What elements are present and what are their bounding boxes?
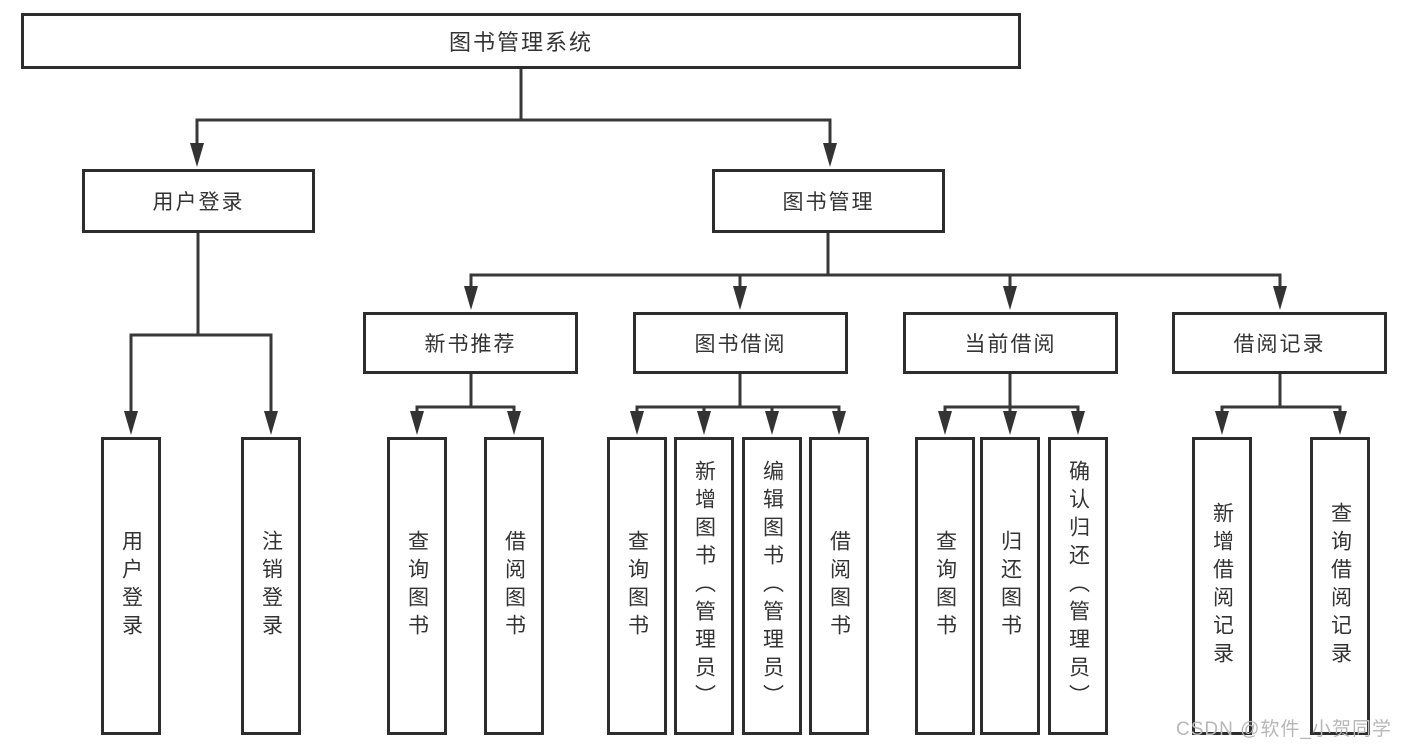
leaf-add-book-admin: 新增图书（管理员）: [674, 437, 734, 735]
connector-new-book-subtree: [410, 374, 521, 435]
node-current-borrowing-label: 当前借阅: [964, 333, 1057, 356]
node-book-borrowing-label: 图书借阅: [694, 333, 787, 356]
node-new-book-recommend: 新书推荐: [363, 312, 578, 374]
leaf-borrow-books-2-label: 借阅图书: [827, 530, 851, 642]
leaf-return-books-label: 归还图书: [998, 530, 1022, 642]
node-user-login-label: 用户登录: [152, 191, 245, 214]
node-root: 图书管理系统: [21, 13, 1021, 69]
leaf-add-book-admin-label: 新增图书（管理员）: [692, 460, 716, 712]
connector-root-to-level2: [190, 68, 837, 167]
node-book-management: 图书管理: [712, 169, 945, 233]
leaf-confirm-return-admin: 确认归还（管理员）: [1048, 437, 1108, 735]
leaf-query-borrow-record: 查询借阅记录: [1310, 437, 1370, 735]
leaf-query-books-2: 查询图书: [607, 437, 667, 735]
csdn-watermark: CSDN @软件_小贺同学: [1176, 719, 1392, 740]
leaf-confirm-return-admin-label: 确认归还（管理员）: [1066, 460, 1090, 712]
node-book-management-label: 图书管理: [782, 191, 875, 214]
connector-book-borrowing-subtree: [630, 374, 846, 435]
leaf-query-borrow-record-label: 查询借阅记录: [1328, 502, 1352, 670]
leaf-user-login: 用户登录: [101, 437, 161, 735]
leaf-query-books-1-label: 查询图书: [405, 530, 429, 642]
node-borrow-records-label: 借阅记录: [1233, 333, 1326, 356]
leaf-logout: 注销登录: [241, 437, 301, 735]
leaf-add-borrow-record: 新增借阅记录: [1192, 437, 1252, 735]
node-current-borrowing: 当前借阅: [903, 312, 1118, 374]
leaf-return-books: 归还图书: [980, 437, 1040, 735]
node-root-label: 图书管理系统: [448, 30, 593, 55]
leaf-query-books-3: 查询图书: [915, 437, 975, 735]
leaf-borrow-books-1: 借阅图书: [484, 437, 544, 735]
leaf-user-login-label: 用户登录: [119, 530, 143, 642]
node-borrow-records: 借阅记录: [1172, 312, 1387, 374]
leaf-query-books-1: 查询图书: [387, 437, 447, 735]
leaf-edit-book-admin-label: 编辑图书（管理员）: [760, 460, 784, 712]
connector-current-borrowing-subtree: [938, 374, 1085, 435]
node-new-book-recommend-label: 新书推荐: [424, 333, 517, 356]
node-user-login: 用户登录: [82, 169, 315, 233]
leaf-borrow-books-1-label: 借阅图书: [502, 530, 526, 642]
connector-borrow-records-subtree: [1215, 374, 1347, 435]
leaf-borrow-books-2: 借阅图书: [809, 437, 869, 735]
leaf-add-borrow-record-label: 新增借阅记录: [1210, 502, 1234, 670]
leaf-query-books-3-label: 查询图书: [933, 530, 957, 642]
leaf-logout-label: 注销登录: [259, 530, 283, 642]
leaf-edit-book-admin: 编辑图书（管理员）: [742, 437, 802, 735]
connector-book-management-to-level3: [464, 233, 1287, 310]
leaf-query-books-2-label: 查询图书: [625, 530, 649, 642]
connector-user-login-subtree: [124, 233, 278, 435]
node-book-borrowing: 图书借阅: [633, 312, 848, 374]
